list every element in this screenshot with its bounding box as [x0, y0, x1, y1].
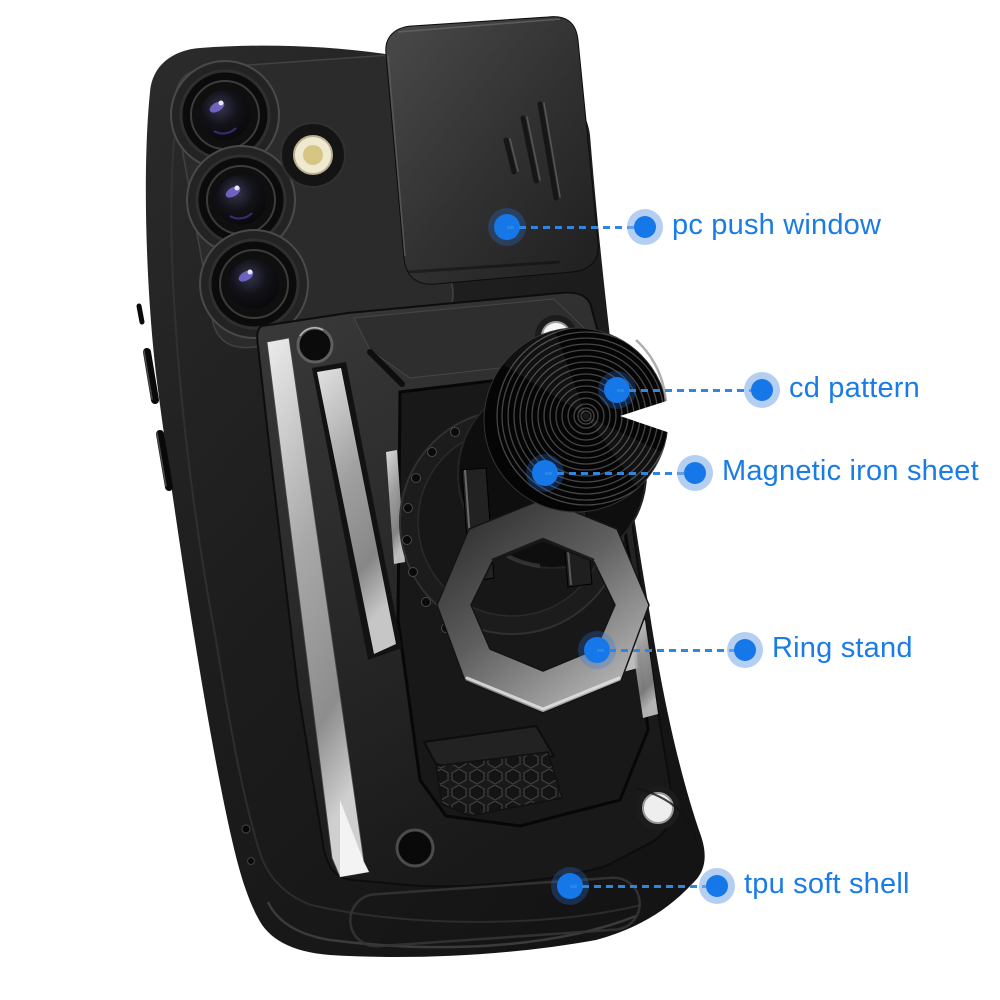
- camera-lens-1: [170, 60, 280, 170]
- marker-dot: [634, 216, 656, 238]
- silver-accent-strips: [266, 337, 658, 878]
- callout-connector-line: [545, 471, 695, 475]
- callout-connector-line: [507, 225, 645, 229]
- camera-flash: [280, 122, 346, 188]
- callout-connector-line: [617, 388, 762, 392]
- marker-dot: [684, 462, 706, 484]
- push-window-grip-lines: [503, 101, 561, 201]
- case-edge-highlight: [170, 129, 642, 923]
- callout-label: tpu soft shell: [744, 867, 910, 900]
- callout-connector-line: [597, 648, 745, 652]
- screw-hole-top-left: [296, 326, 334, 364]
- screw-hole-bottom-left: [395, 828, 435, 868]
- camera-lens-2: [186, 145, 296, 255]
- camera-lens-3: [199, 229, 309, 339]
- marker-dot: [706, 875, 728, 897]
- mic-holes: [241, 824, 256, 866]
- side-button-slots: [136, 303, 173, 491]
- marker-dot: [751, 379, 773, 401]
- cd-notch: [620, 398, 679, 436]
- plate-groove: [367, 349, 405, 387]
- cd-center: [582, 412, 590, 420]
- camera-island: [170, 54, 454, 349]
- callout-label: pc push window: [672, 208, 882, 241]
- honeycomb-texture: [435, 751, 563, 817]
- screw-hole-bottom-right: [636, 786, 680, 830]
- callout-connector-line: [570, 884, 717, 888]
- callout-label: Ring stand: [772, 631, 913, 664]
- callout-label: Magnetic iron sheet: [722, 454, 979, 487]
- ring-stand-highlight: [465, 676, 621, 711]
- push-window-cover: [385, 16, 599, 285]
- ring-stand-inner-shadow: [491, 537, 595, 562]
- callout-label: cd pattern: [789, 371, 920, 404]
- marker-dot: [734, 639, 756, 661]
- tpu-bottom-lip: [266, 787, 698, 949]
